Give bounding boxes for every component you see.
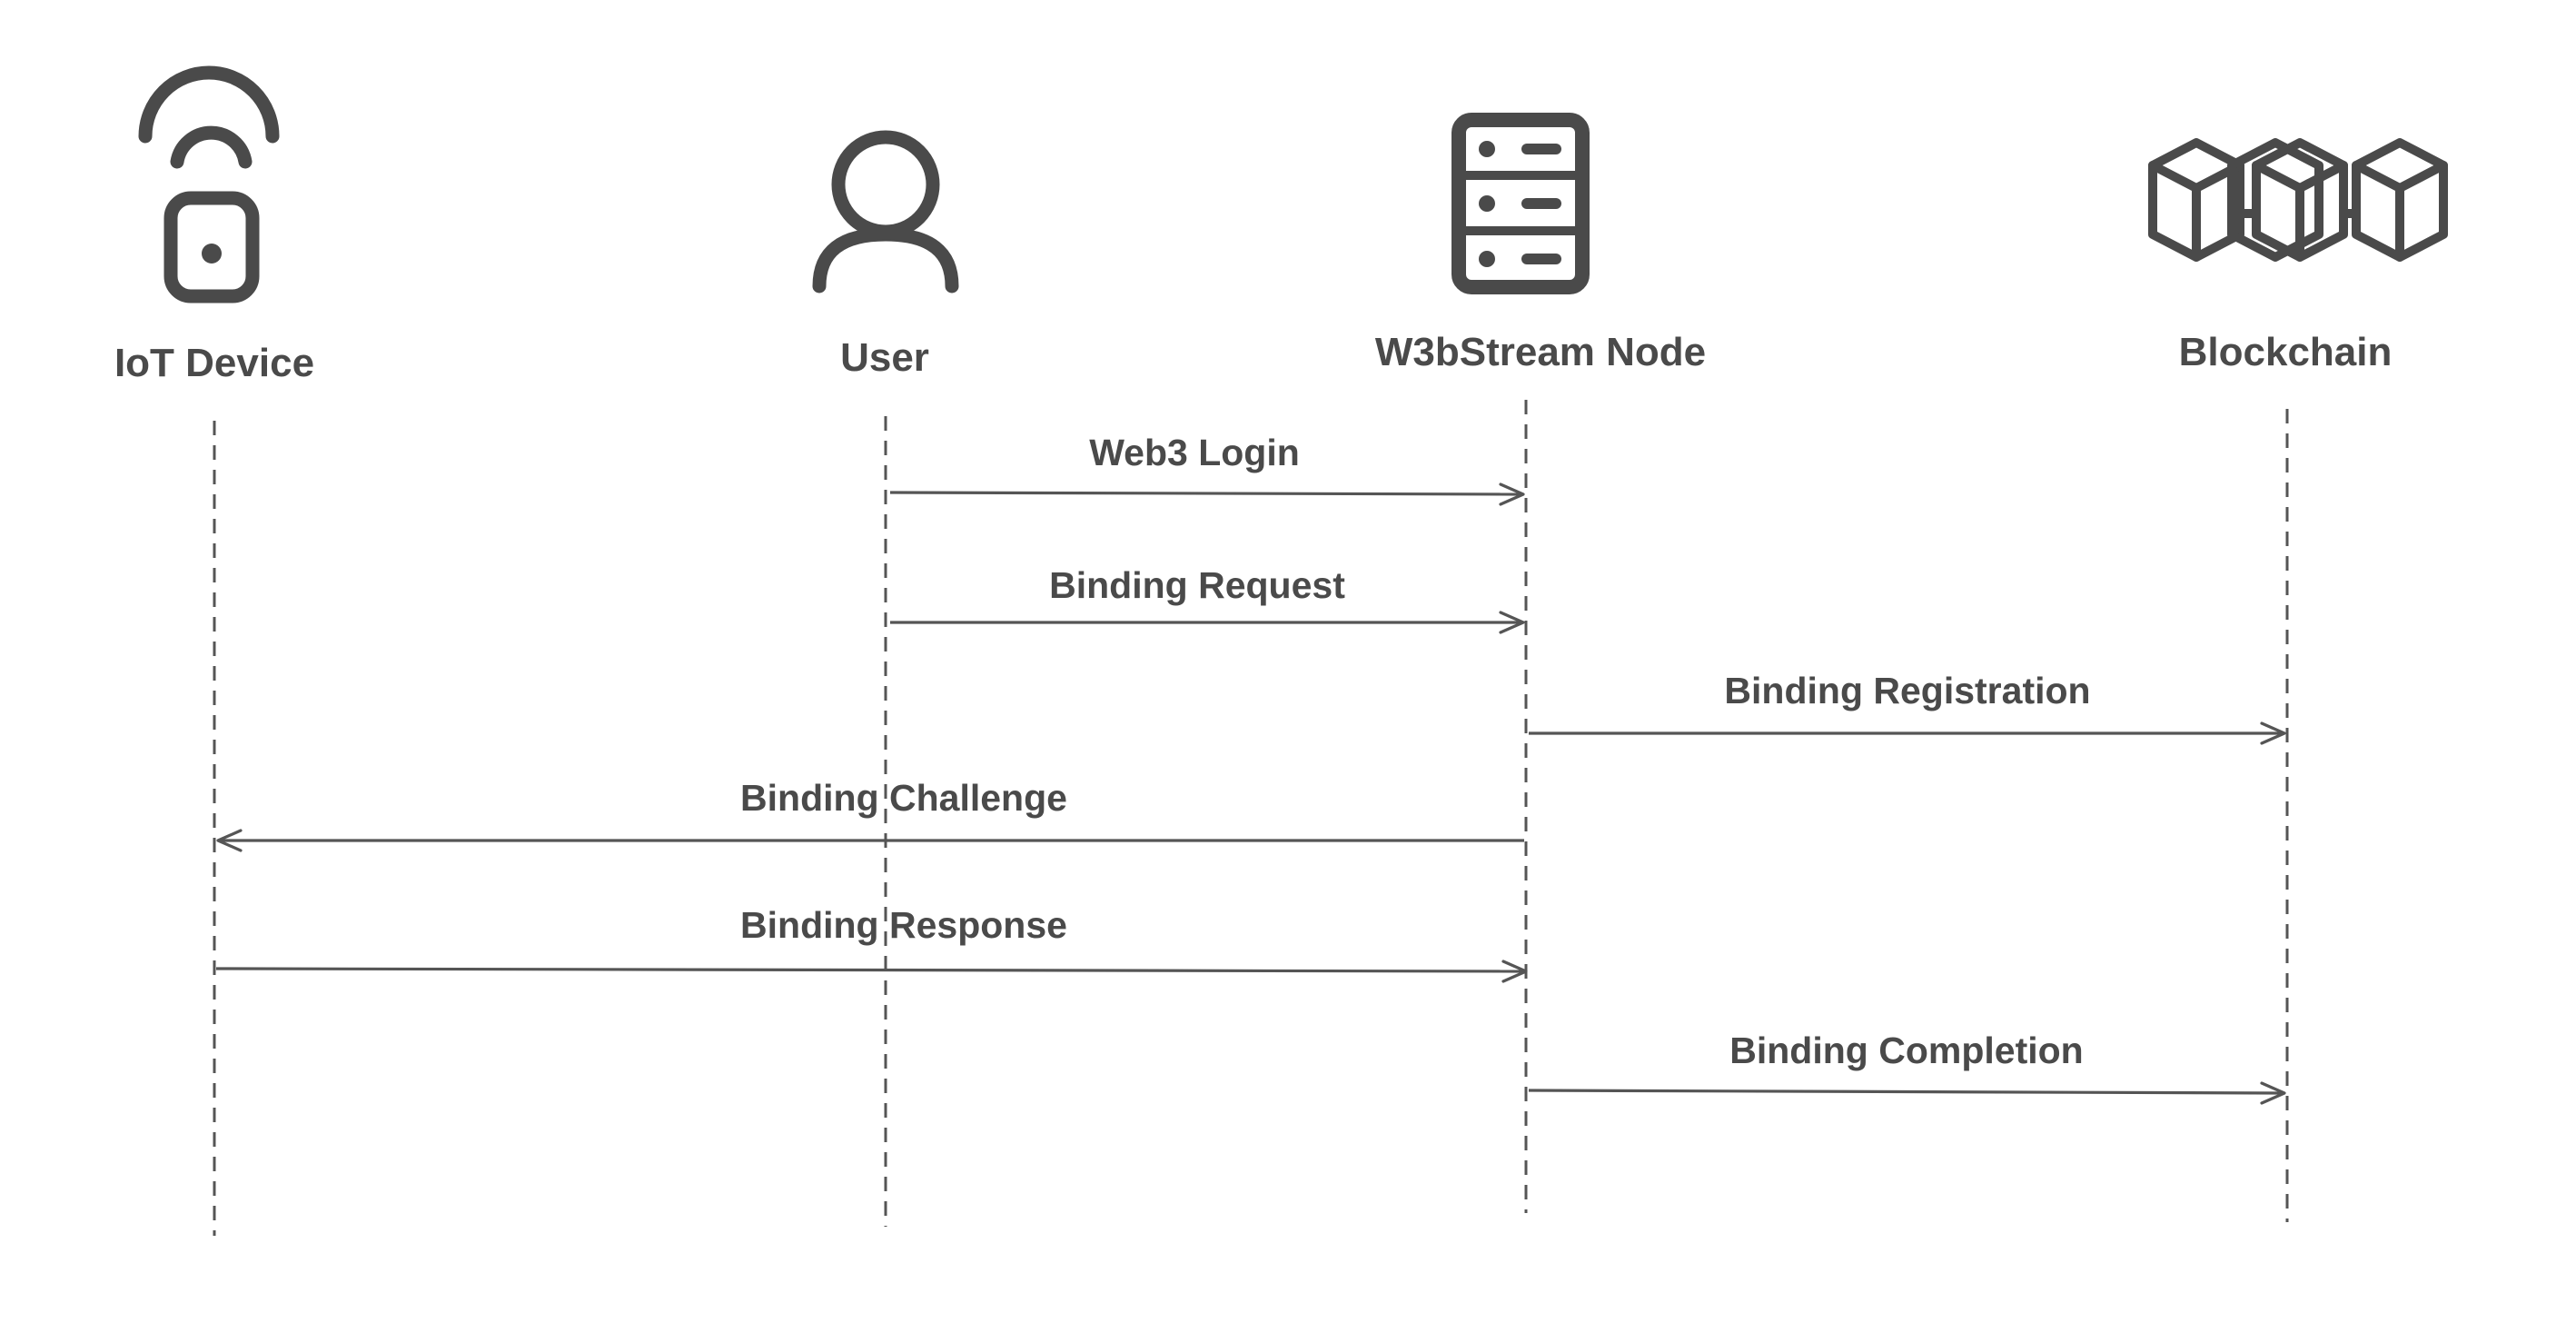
blockchain-icon bbox=[2148, 138, 2448, 262]
participant-label-iot-device: IoT Device bbox=[114, 341, 314, 385]
participant-label-w3bstream-node: W3bStream Node bbox=[1375, 330, 1706, 374]
iot-device-icon bbox=[138, 65, 280, 303]
message-binding-completion: Binding Completion bbox=[1528, 1030, 2286, 1105]
message-label: Binding Registration bbox=[1724, 670, 2090, 711]
participant-label-blockchain: Blockchain bbox=[2179, 330, 2393, 374]
message-label: Binding Response bbox=[740, 904, 1067, 946]
participant-label-user: User bbox=[840, 335, 929, 380]
message-binding-registration: Binding Registration bbox=[1529, 670, 2286, 745]
message-label: Web3 Login bbox=[1089, 432, 1300, 473]
server-icon bbox=[1451, 113, 1590, 294]
message-binding-response: Binding Response bbox=[215, 904, 1528, 983]
message-label: Binding Request bbox=[1049, 564, 1345, 606]
message-label: Binding Challenge bbox=[740, 777, 1067, 819]
user-icon bbox=[812, 130, 959, 293]
message-binding-request: Binding Request bbox=[890, 564, 1525, 634]
message-web3-login: Web3 Login bbox=[889, 432, 1525, 506]
message-binding-challenge: Binding Challenge bbox=[216, 777, 1524, 852]
message-label: Binding Completion bbox=[1729, 1030, 2083, 1071]
